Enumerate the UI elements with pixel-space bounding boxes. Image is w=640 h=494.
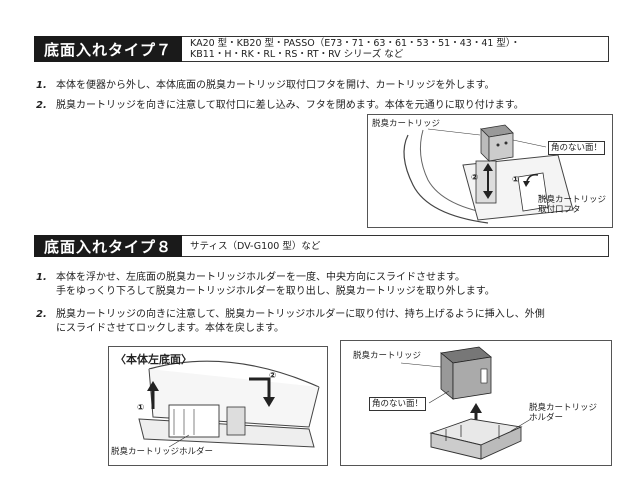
section8-header: 底面入れタイプ８ サティス（DV-G100 型）など xyxy=(34,235,610,257)
toilet-seat-bottom-illustration xyxy=(403,124,574,224)
no-corner-face-label: 角のない面！ xyxy=(369,397,427,411)
body-left-bottom-illustration xyxy=(138,360,320,448)
marker-2: ② xyxy=(471,173,479,183)
section7-header: 底面入れタイプ７ KA20 型・KB20 型・PASSO（E73・71・63・6… xyxy=(34,36,610,62)
holder-label: 脱臭カートリッジ ホルダー xyxy=(529,403,598,423)
step-number: 1. xyxy=(36,272,47,283)
section7-title: 底面入れタイプ７ xyxy=(34,36,183,62)
step-text: 本体を便器から外し、本体底面の脱臭カートリッジ取付口フタを開け、カートリッジを外… xyxy=(56,80,495,91)
cartridge-lid-label: 脱臭カートリッジ 取付口フタ xyxy=(538,195,607,215)
section8-figure-left: 〈本体左底面〉 ② ① 脱臭カートリッジホルダー xyxy=(108,346,328,466)
section8-step-2: 2. 脱臭カートリッジの向きに注意して、脱臭カートリッジホルダーに取り付け、持ち… xyxy=(36,308,545,336)
step-number: 2. xyxy=(36,309,47,320)
step-text: 本体を浮かせ、左底面の脱臭カートリッジホルダーを一度、中央方向にスライドさせます… xyxy=(56,272,495,297)
figure-title: 〈本体左底面〉 xyxy=(115,353,192,366)
cartridge-holder-illustration xyxy=(400,346,532,460)
no-corner-face-label: 角のない面！ xyxy=(548,141,606,155)
section8-models: サティス（DV-G100 型）など xyxy=(182,235,610,257)
section8-title: 底面入れタイプ８ xyxy=(34,235,183,257)
section7-models: KA20 型・KB20 型・PASSO（E73・71・63・61・53・51・4… xyxy=(182,36,610,62)
marker-1: ① xyxy=(512,175,520,185)
holder-label: 脱臭カートリッジホルダー xyxy=(111,447,214,457)
step-text: 脱臭カートリッジの向きに注意して、脱臭カートリッジホルダーに取り付け、持ち上げる… xyxy=(56,309,545,334)
step-number: 2. xyxy=(36,100,47,111)
section7-step-2: 2. 脱臭カートリッジを向きに注意して取付口に差し込み、フタを閉めます。本体を元… xyxy=(36,99,524,113)
cartridge-label: 脱臭カートリッジ xyxy=(353,351,422,361)
section7-figure: 脱臭カートリッジ 角のない面！ ② ① 脱臭カートリッジ 取付口フタ xyxy=(367,114,613,228)
step-number: 1. xyxy=(36,80,47,91)
section7-step-1: 1. 本体を便器から外し、本体底面の脱臭カートリッジ取付口フタを開け、カートリッ… xyxy=(36,79,495,93)
section8-step-1: 1. 本体を浮かせ、左底面の脱臭カートリッジホルダーを一度、中央方向にスライドさ… xyxy=(36,271,495,299)
cartridge-label: 脱臭カートリッジ xyxy=(372,119,441,129)
section8-figure-right: 脱臭カートリッジ 角のない面！ 脱臭カートリッジ ホルダー xyxy=(340,340,612,466)
marker-2: ② xyxy=(269,371,277,381)
marker-1: ① xyxy=(137,403,145,413)
step-text: 脱臭カートリッジを向きに注意して取付口に差し込み、フタを閉めます。本体を元通りに… xyxy=(56,100,524,111)
